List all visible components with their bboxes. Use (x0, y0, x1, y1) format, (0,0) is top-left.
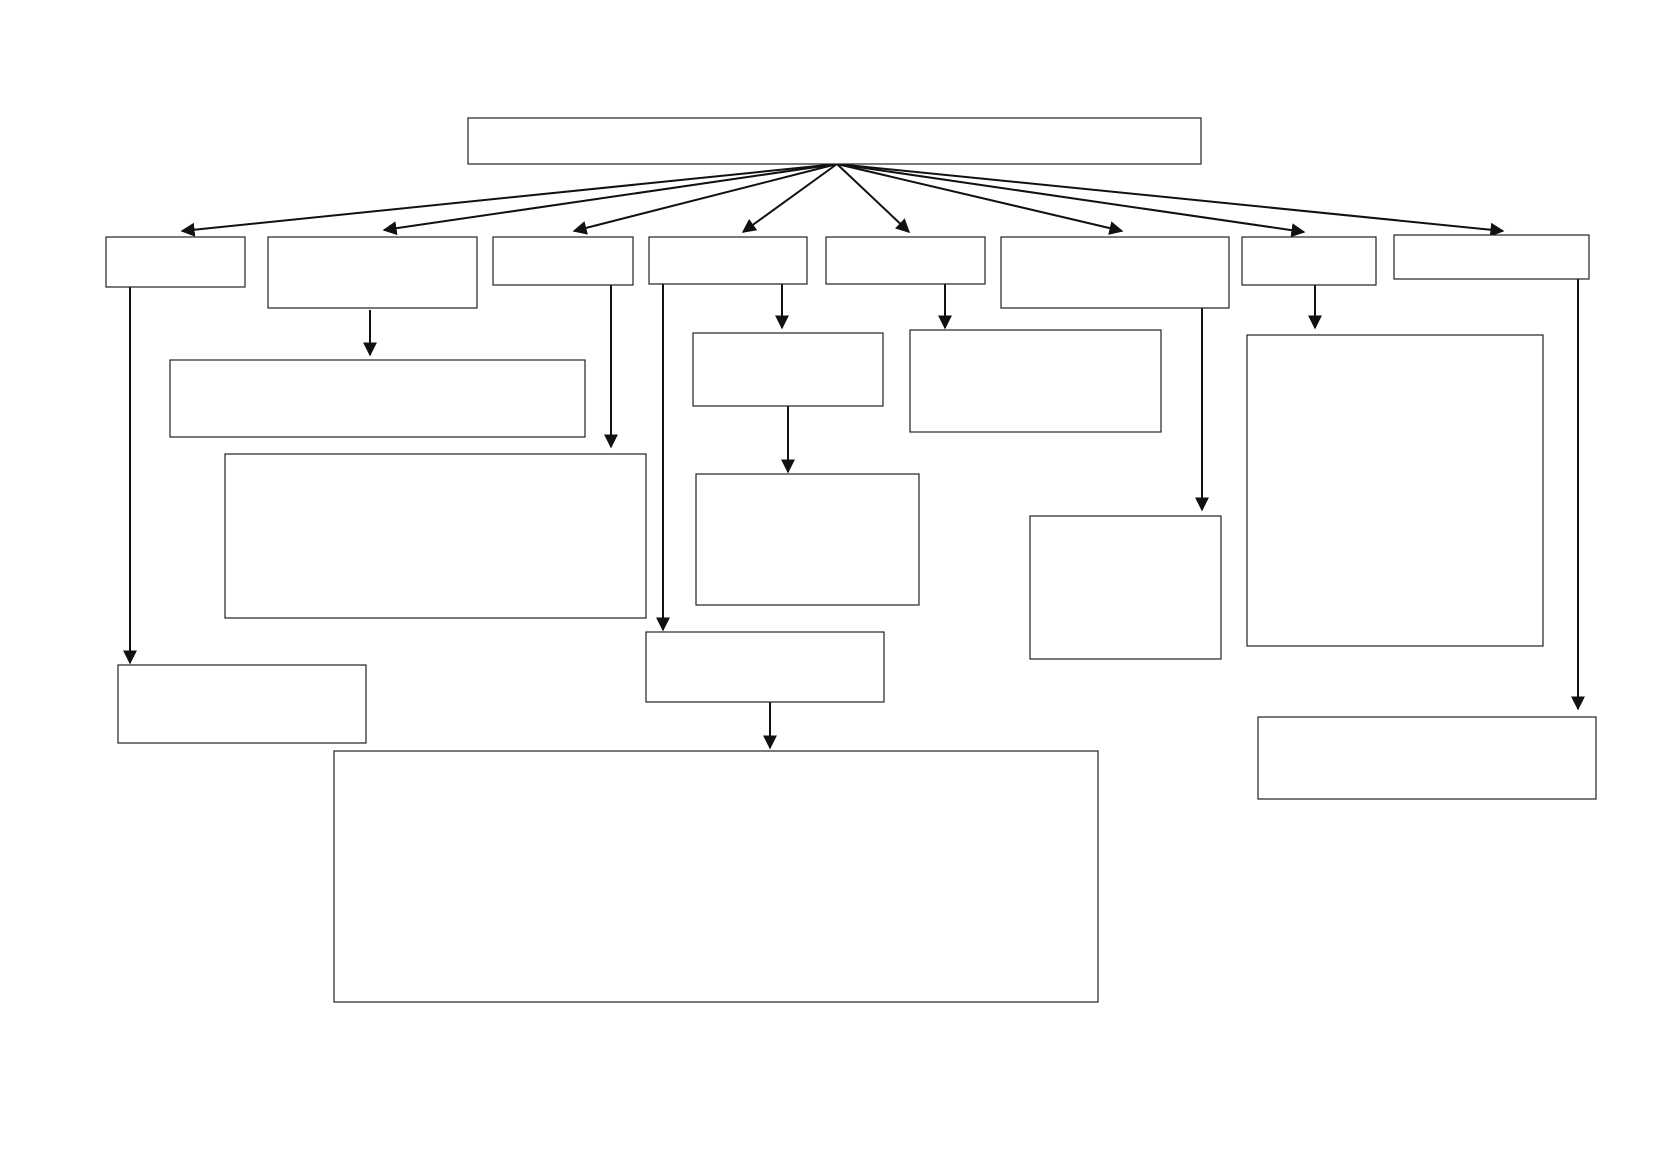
arrow-root-to-c6 (836, 163, 1124, 235)
node-box-c4 (648, 236, 808, 285)
node-box-c3 (492, 236, 634, 286)
node-box-c6-d1 (1029, 515, 1222, 660)
node-c4-d1-d1 (695, 473, 920, 606)
node-box-c2 (267, 236, 478, 309)
node-box-c4-d2-d1 (333, 750, 1099, 1003)
node-c8-d1 (1257, 716, 1597, 800)
arrow-root-to-c4 (741, 163, 838, 233)
node-c4-d2-d1 (333, 750, 1099, 1003)
node-box-c6 (1000, 236, 1230, 309)
node-c8 (1393, 234, 1590, 280)
node-box-c7-d1 (1246, 334, 1544, 647)
node-c4 (648, 236, 808, 285)
node-box-c5-d1 (909, 329, 1162, 433)
node-box-c8 (1393, 234, 1590, 280)
nodes-layer (105, 117, 1597, 1003)
node-c5 (825, 236, 986, 285)
node-box-c8-d1 (1257, 716, 1597, 800)
node-c7 (1241, 236, 1377, 286)
arrow-root-to-c8 (836, 163, 1505, 237)
node-root (467, 117, 1202, 165)
node-c3-d1 (224, 453, 647, 619)
node-box-c2-d1 (169, 359, 586, 438)
node-c1 (105, 236, 246, 288)
node-c6-d1 (1029, 515, 1222, 660)
node-box-c4-d1 (692, 332, 884, 407)
node-box-c7 (1241, 236, 1377, 286)
node-box-c4-d1-d1 (695, 473, 920, 606)
node-c4-d1 (692, 332, 884, 407)
node-c4-d2 (645, 631, 885, 703)
node-c2-d1 (169, 359, 586, 438)
node-c5-d1 (909, 329, 1162, 433)
node-c3 (492, 236, 634, 286)
node-c1-d1 (117, 664, 367, 744)
node-box-c4-d2 (645, 631, 885, 703)
connectors-layer (123, 163, 1585, 750)
node-box-c1-d1 (117, 664, 367, 744)
node-c7-d1 (1246, 334, 1544, 647)
arrow-root-to-c3 (572, 163, 838, 235)
arrow-root-to-c1 (180, 163, 838, 237)
node-c2 (267, 236, 478, 309)
node-box-root (467, 117, 1202, 165)
node-box-c5 (825, 236, 986, 285)
node-box-c1 (105, 236, 246, 288)
arrow-root-to-c2 (382, 163, 838, 236)
arrow-root-to-c5 (836, 163, 911, 233)
node-box-c3-d1 (224, 453, 647, 619)
arrow-root-to-c7 (836, 163, 1306, 238)
node-c6 (1000, 236, 1230, 309)
